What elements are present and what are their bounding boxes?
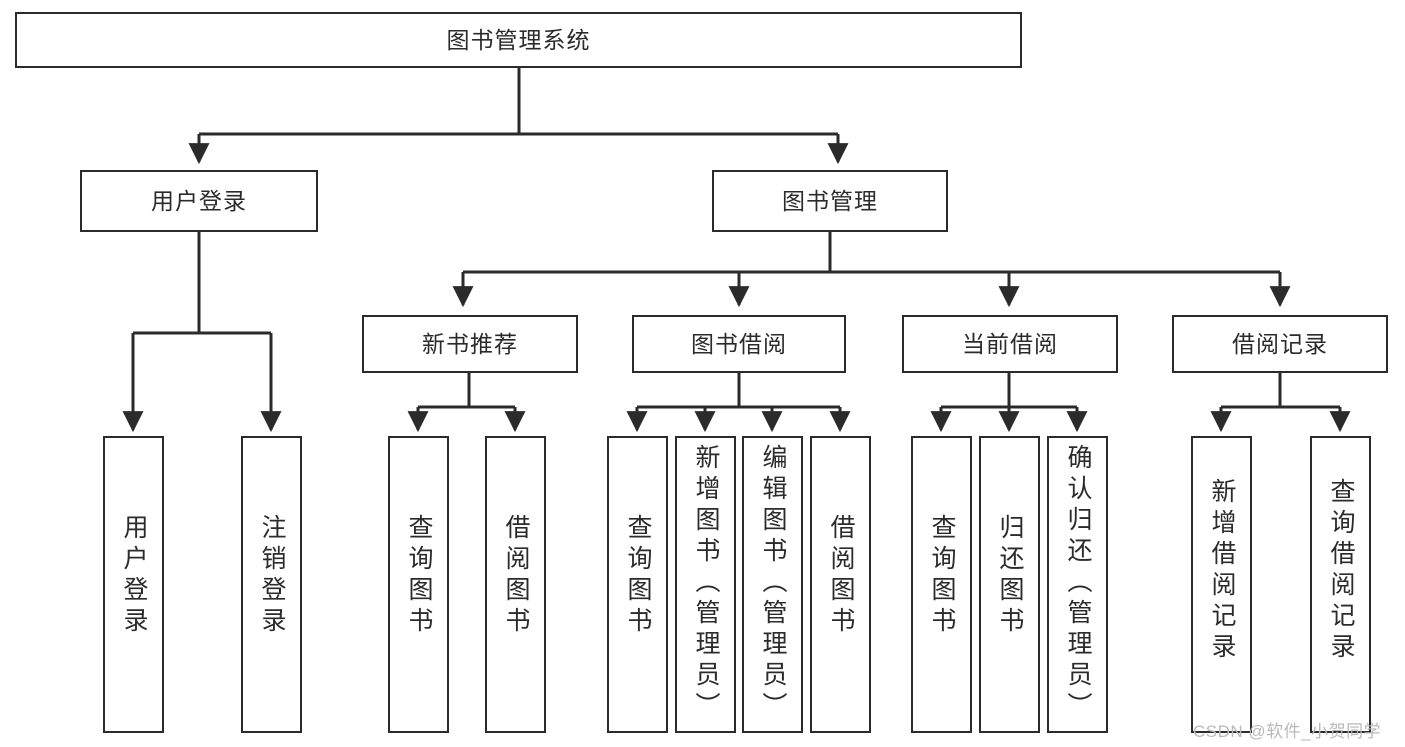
watermark: CSDN @软件_小贺同学 (1193, 722, 1382, 741)
node-leaf-add-book-label: 新增图书（管理员） (692, 444, 720, 723)
node-leaf-confirm-return-label: 确认归还（管理员） (1064, 444, 1092, 723)
node-leaf-query-book-2[interactable]: 查询图书 (607, 436, 668, 733)
node-leaf-add-book[interactable]: 新增图书（管理员） (675, 436, 736, 733)
node-leaf-return-book[interactable]: 归还图书 (979, 436, 1040, 733)
node-leaf-borrow-book-1-label: 借阅图书 (502, 514, 530, 638)
node-leaf-confirm-return[interactable]: 确认归还（管理员） (1047, 436, 1108, 733)
node-leaf-logout-login[interactable]: 注销登录 (241, 436, 302, 733)
node-leaf-add-record-label: 新增借阅记录 (1208, 478, 1236, 664)
node-leaf-query-record-label: 查询借阅记录 (1327, 478, 1355, 664)
node-new-book-rec-label: 新书推荐 (422, 330, 518, 357)
node-borrow-record[interactable]: 借阅记录 (1172, 315, 1388, 373)
node-leaf-edit-book-label: 编辑图书（管理员） (759, 444, 787, 723)
node-leaf-user-login[interactable]: 用户登录 (103, 436, 164, 733)
node-leaf-add-record[interactable]: 新增借阅记录 (1191, 436, 1252, 733)
node-book-borrow[interactable]: 图书借阅 (632, 315, 846, 373)
node-leaf-borrow-book-1[interactable]: 借阅图书 (485, 436, 546, 733)
node-user-login[interactable]: 用户登录 (80, 170, 318, 232)
node-borrow-record-label: 借阅记录 (1232, 330, 1328, 357)
node-leaf-query-book-1-label: 查询图书 (405, 514, 433, 638)
node-leaf-user-login-label: 用户登录 (120, 514, 148, 638)
node-current-borrow-label: 当前借阅 (962, 330, 1058, 357)
node-book-manage-label: 图书管理 (782, 187, 878, 214)
node-leaf-query-book-2-label: 查询图书 (624, 514, 652, 638)
node-leaf-logout-login-label: 注销登录 (258, 514, 286, 638)
node-leaf-edit-book[interactable]: 编辑图书（管理员） (742, 436, 803, 733)
node-leaf-query-book-1[interactable]: 查询图书 (388, 436, 449, 733)
node-user-login-label: 用户登录 (151, 187, 247, 214)
node-new-book-rec[interactable]: 新书推荐 (362, 315, 578, 373)
node-leaf-borrow-book-2-label: 借阅图书 (827, 514, 855, 638)
node-leaf-query-book-3-label: 查询图书 (928, 514, 956, 638)
node-root[interactable]: 图书管理系统 (15, 12, 1022, 68)
node-leaf-return-book-label: 归还图书 (996, 514, 1024, 638)
node-leaf-borrow-book-2[interactable]: 借阅图书 (810, 436, 871, 733)
node-book-borrow-label: 图书借阅 (691, 330, 787, 357)
node-leaf-query-record[interactable]: 查询借阅记录 (1310, 436, 1371, 733)
node-root-label: 图书管理系统 (446, 26, 591, 53)
node-leaf-query-book-3[interactable]: 查询图书 (911, 436, 972, 733)
node-current-borrow[interactable]: 当前借阅 (902, 315, 1118, 373)
node-book-manage[interactable]: 图书管理 (712, 170, 948, 232)
